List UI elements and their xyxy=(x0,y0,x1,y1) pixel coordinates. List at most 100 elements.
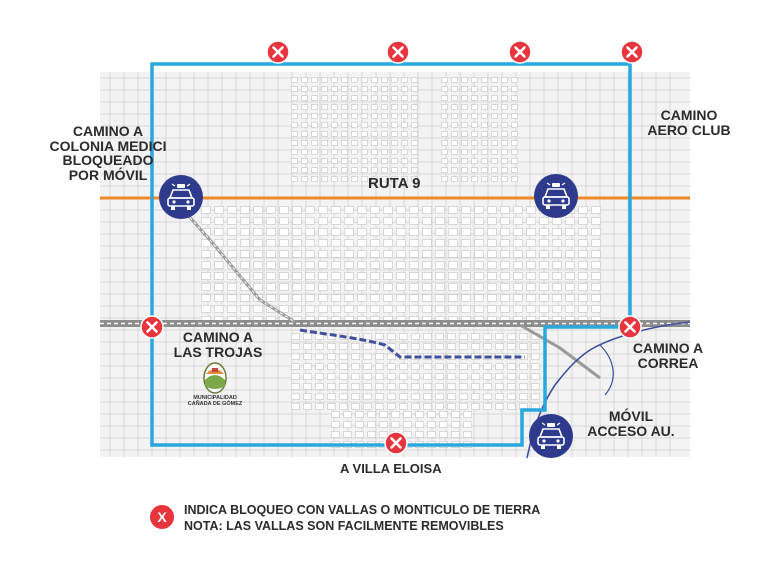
city-block xyxy=(361,104,368,110)
city-block xyxy=(279,261,289,269)
city-block xyxy=(344,272,354,280)
city-block xyxy=(511,158,518,164)
city-block xyxy=(448,250,458,258)
city-block xyxy=(435,206,445,214)
city-block xyxy=(303,333,312,340)
city-block xyxy=(481,77,488,83)
city-block xyxy=(471,373,480,380)
city-block xyxy=(291,131,298,137)
city-block xyxy=(381,131,388,137)
city-block xyxy=(591,239,601,247)
city-block xyxy=(578,217,588,225)
city-block xyxy=(471,343,480,350)
city-block xyxy=(415,431,424,438)
city-block xyxy=(341,131,348,137)
city-block xyxy=(491,122,498,128)
city-block xyxy=(318,294,328,302)
city-block xyxy=(491,104,498,110)
city-block xyxy=(391,411,400,418)
city-block xyxy=(327,383,336,390)
city-block xyxy=(240,206,250,214)
city-block xyxy=(401,176,408,182)
city-block xyxy=(526,294,536,302)
city-block xyxy=(370,239,380,247)
city-block xyxy=(565,250,575,258)
city-block xyxy=(471,104,478,110)
city-block xyxy=(361,86,368,92)
city-block xyxy=(471,333,480,340)
city-block xyxy=(481,95,488,101)
city-block xyxy=(240,294,250,302)
city-block xyxy=(451,176,458,182)
city-block xyxy=(471,393,480,400)
city-block xyxy=(371,113,378,119)
city-block xyxy=(500,250,510,258)
city-block xyxy=(253,261,263,269)
city-block xyxy=(383,283,393,291)
city-block xyxy=(435,393,444,400)
city-block xyxy=(513,272,523,280)
city-block xyxy=(341,122,348,128)
city-block xyxy=(291,176,298,182)
city-block xyxy=(292,250,302,258)
city-block xyxy=(565,239,575,247)
city-block xyxy=(201,239,211,247)
city-block xyxy=(451,113,458,119)
city-block xyxy=(471,383,480,390)
city-block xyxy=(507,403,516,410)
city-block xyxy=(519,373,528,380)
city-block xyxy=(383,294,393,302)
city-block xyxy=(357,294,367,302)
city-block xyxy=(409,206,419,214)
city-block xyxy=(321,95,328,101)
city-block xyxy=(301,158,308,164)
city-block xyxy=(351,176,358,182)
city-block xyxy=(361,77,368,83)
city-block xyxy=(565,228,575,236)
city-block xyxy=(422,283,432,291)
city-block xyxy=(411,383,420,390)
city-block xyxy=(266,294,276,302)
city-block xyxy=(578,283,588,291)
city-block xyxy=(357,272,367,280)
city-block xyxy=(501,176,508,182)
city-block xyxy=(351,393,360,400)
city-block xyxy=(409,261,419,269)
city-block xyxy=(461,272,471,280)
city-block xyxy=(391,176,398,182)
city-block xyxy=(279,283,289,291)
city-block xyxy=(318,239,328,247)
city-block xyxy=(447,373,456,380)
city-block xyxy=(511,95,518,101)
city-block xyxy=(391,113,398,119)
city-block xyxy=(321,122,328,128)
city-block xyxy=(578,250,588,258)
city-block xyxy=(381,167,388,173)
city-block xyxy=(321,113,328,119)
city-block xyxy=(526,261,536,269)
city-block xyxy=(387,393,396,400)
city-block xyxy=(435,272,445,280)
city-block xyxy=(451,77,458,83)
city-block xyxy=(483,403,492,410)
city-block xyxy=(411,343,420,350)
city-block xyxy=(507,373,516,380)
city-block xyxy=(291,353,300,360)
city-block xyxy=(451,104,458,110)
city-block xyxy=(253,217,263,225)
city-block xyxy=(370,261,380,269)
city-block xyxy=(461,113,468,119)
city-block xyxy=(474,239,484,247)
city-block xyxy=(331,158,338,164)
city-block xyxy=(411,104,418,110)
blockade-x-icon xyxy=(618,315,642,339)
blockade-x-icon xyxy=(384,431,408,455)
city-block xyxy=(531,373,540,380)
city-block xyxy=(201,305,211,313)
city-block xyxy=(539,217,549,225)
city-block xyxy=(481,149,488,155)
city-block xyxy=(240,250,250,258)
city-block xyxy=(519,343,528,350)
city-block xyxy=(387,333,396,340)
city-block xyxy=(375,353,384,360)
